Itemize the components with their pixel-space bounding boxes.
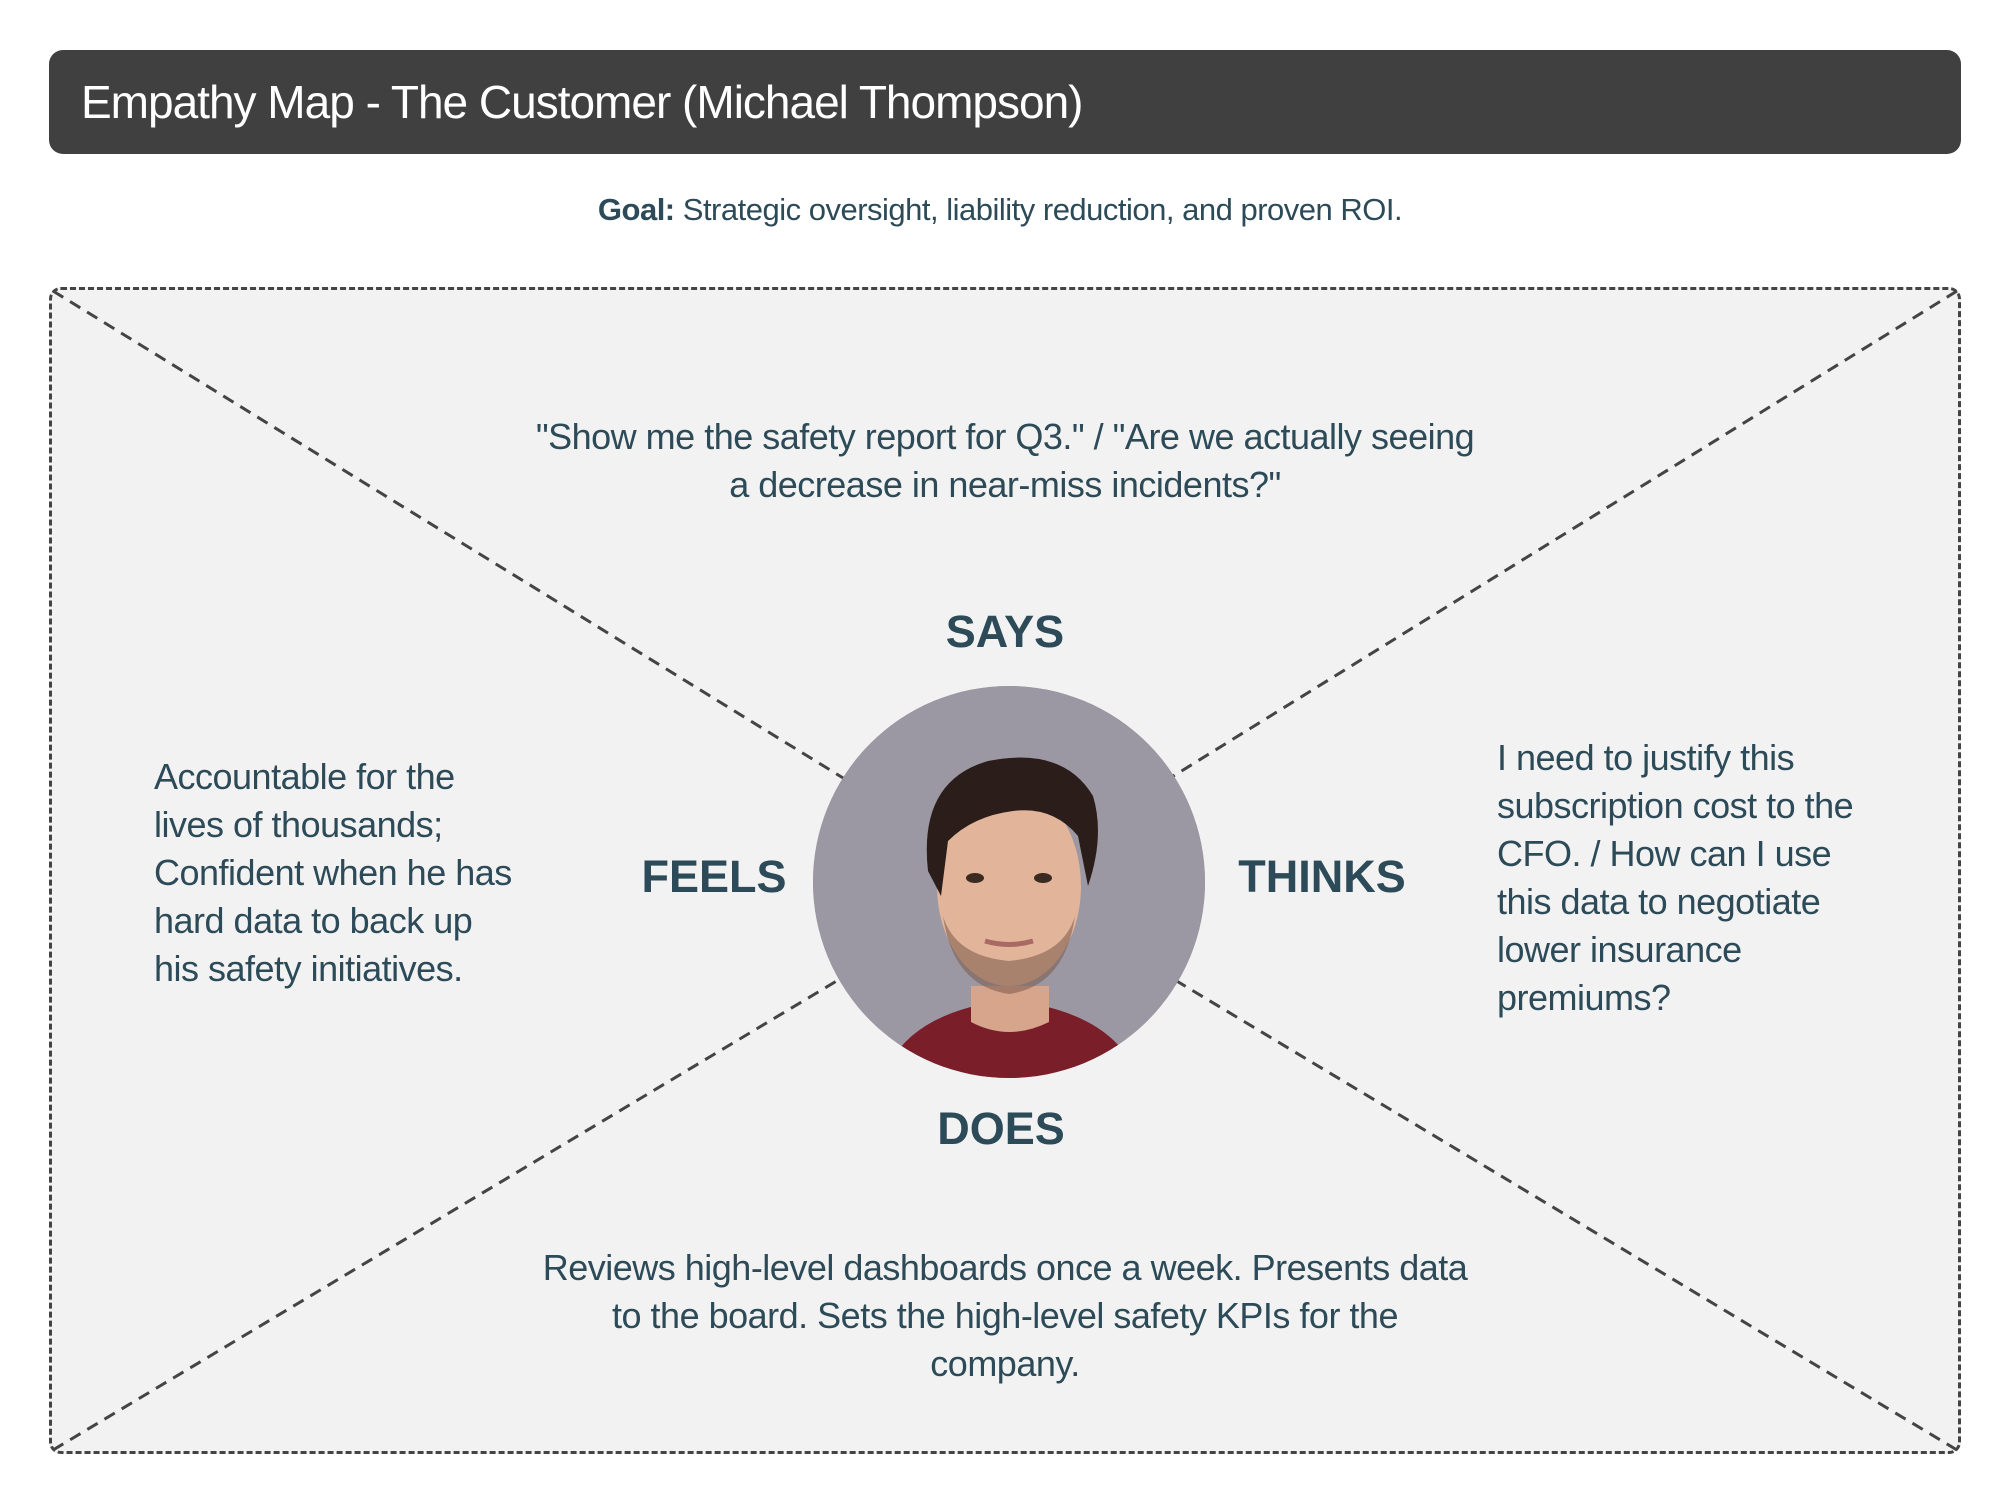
goal-label: Goal: (597, 192, 675, 227)
does-text: Reviews high-level dashboards once a wee… (542, 1247, 1468, 1384)
says-text: "Show me the safety report for Q3." / "A… (535, 416, 1475, 505)
divider-top-left (52, 289, 1008, 881)
goal-text: Strategic oversight, liability reduction… (682, 192, 1403, 227)
does-label: DOES (937, 1103, 1065, 1154)
thinks-label: THINKS (1238, 851, 1406, 902)
thinks-text: I need to justify this subscription cost… (1497, 737, 1854, 1018)
feels-label: FEELS (641, 851, 787, 902)
portrait-image (813, 686, 1205, 1078)
title-bar: Empathy Map - The Customer (Michael Thom… (49, 50, 1961, 154)
avatar (813, 686, 1205, 1078)
says-label: SAYS (945, 606, 1065, 657)
goal-statement: Goal: Strategic oversight, liability red… (0, 192, 2000, 228)
page-title: Empathy Map - The Customer (Michael Thom… (81, 76, 1083, 128)
feels-text: Accountable for the lives of thousands; … (154, 756, 512, 989)
